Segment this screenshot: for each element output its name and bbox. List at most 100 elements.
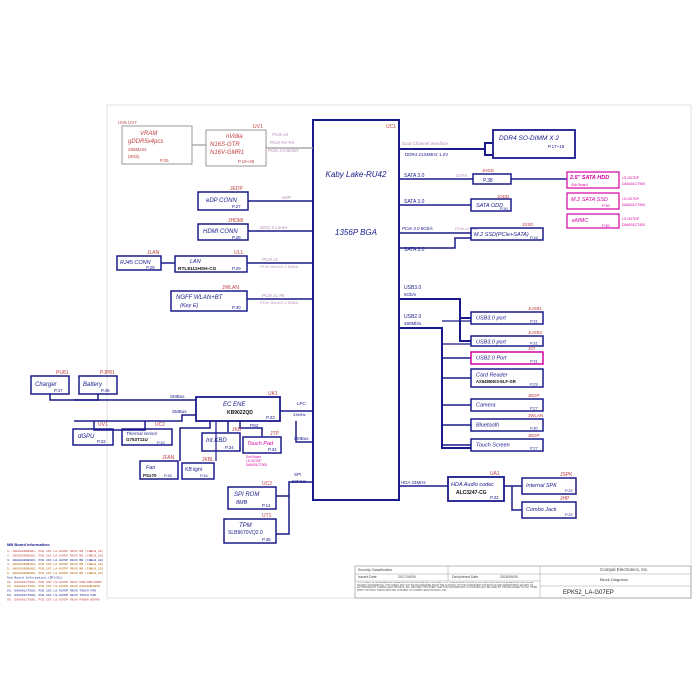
tpm-line2: SLB9670VQ2.0 [228, 530, 263, 536]
gpu-bus-line2: PCIe #1~#4 [270, 140, 294, 145]
cpu-package: 1356P BGA [335, 228, 377, 237]
mb-info-line: 6. DAG0G0R1B6W6, PCB 29C LA-G07EP REV0 M… [7, 571, 104, 575]
vram-line3: 256Mx32 [128, 147, 147, 152]
hdmi-block: JHDMI HDMI CONN P.28 [197, 218, 249, 241]
right-item-label: Camera [476, 403, 496, 409]
m2-box [470, 227, 544, 241]
tp-note1: Sub Board [246, 455, 261, 459]
edp-page: P.27 [232, 204, 241, 209]
usb20-bus1: USB2.0 [404, 314, 421, 320]
mb-info-line: 01. DA6001CT900, PCB 29C LS-G07DP REV0 U… [7, 580, 102, 584]
wlan-block: JWLAN NGFF WLAN+BT (Key E) P.30 [170, 285, 248, 312]
usb30-trunk [399, 298, 471, 342]
tb-issued: Issued Date [358, 575, 377, 579]
lan-box [174, 255, 248, 273]
tpm-box [223, 518, 277, 544]
thermal-chip: G753T11U [126, 437, 148, 442]
hda-box [447, 476, 505, 502]
wlan-line1: NGFF WLAN+BT [176, 295, 224, 301]
spk-ref: JSPK [560, 472, 573, 478]
combo-label: Combo Jack [526, 507, 557, 513]
charger-label: Charger [35, 382, 58, 388]
mb-info-line: 2. DAG0G0R1B6W2, PCB 29C LA-G07EP REV0 M… [7, 553, 104, 557]
m2-sata-line [399, 237, 471, 249]
right-item-page: P.31 [530, 319, 538, 324]
usb30-bus2: 5Gb/s [404, 292, 417, 297]
ddr-page: P.17~18 [548, 144, 565, 149]
battery-label: Battery [83, 382, 103, 388]
m2-bus: PCIe 3.0 8Gb/s [402, 226, 434, 231]
gpu-line3: N16V-GMR1 [210, 150, 244, 156]
ssd-sub-code: DA6001CT900 [622, 203, 645, 207]
kbd-block: JKB Int.KBD P.34 [201, 427, 242, 452]
right-item-page: P.31 [530, 359, 538, 364]
right-item-label: USB3.0 port [476, 340, 506, 346]
kbd-box [201, 432, 241, 452]
hda-ref: UA1 [490, 471, 500, 477]
kbl-page: P.34 [200, 473, 208, 478]
tp-ref: JTP [270, 431, 280, 437]
m2-ref: JSSD [522, 222, 534, 227]
emmc-sub-page: P.30 [602, 223, 610, 228]
m2-bus2: PCIe x2 SSD [455, 226, 479, 231]
ssd-sub-line3: LS-G07DP [622, 197, 640, 201]
tb-legal: THIS SHEET OF ENGINEERING DRAWING IS THE… [357, 582, 538, 593]
tp-label: Touch Pad [247, 441, 274, 447]
m2-label: M.2 SSD(PCIe+SATA) [474, 232, 529, 238]
tp-page: P.34 [268, 447, 277, 452]
battery-block: PJP81 Battery P.46 [78, 370, 118, 395]
kbd-ref: JKB [232, 427, 242, 433]
right-item-page: P.29 [530, 382, 538, 387]
vram-line1: VRAM [140, 131, 157, 137]
mb-info-line: 4. DAG0G0R1B6W4, PCB 29C LA-G07EP REV0 M… [7, 562, 104, 566]
right-item-page: P.31 [530, 341, 538, 346]
right-item-ref: JEDP [528, 433, 540, 438]
sata-hdd-page: P.38 [483, 178, 493, 184]
gpu-bus-line3: PCIe 3.0 8Gb/s [268, 148, 300, 153]
mb-info: MB Board Information: 1. DAG0G0R1B6W1, P… [7, 542, 104, 601]
spk-label: Internal SPK [526, 483, 557, 489]
emmc-sub-code: DA6001CT900 [622, 223, 645, 227]
right-item-page: P.30 [530, 426, 538, 431]
vram-block: UV6 UV7 VRAM gDDR5x4pcs 256Mx32 (8Gb) P.… [118, 120, 193, 165]
spi-line2: 8MB [236, 500, 248, 506]
kbl-ref: JKBL [202, 457, 214, 463]
title-frame [354, 565, 692, 599]
ec-box [195, 396, 281, 422]
right-item-label: USB2.0 Port [476, 356, 507, 362]
edp-ref: JEDP [230, 186, 243, 192]
hdmi-page: P.28 [232, 235, 241, 240]
tb-security: Security Classification [358, 568, 392, 572]
edp-bus-label: eDP [282, 195, 291, 200]
ec-chip: KB9022QD [227, 410, 253, 416]
tb-company: Compal Electronics, Inc. [600, 567, 649, 572]
emmc-sub-board: eMMC P.30 LS-G07DP DA6001CT900 [566, 213, 645, 229]
vram-line2: gDDR5x4pcs [128, 139, 163, 145]
spi-bus2: 50MHz [292, 479, 307, 484]
thermal-box [121, 428, 173, 446]
right-item-box [470, 398, 544, 412]
rj45-label: RJ45 CONN [120, 260, 151, 266]
kbl-box [181, 462, 215, 480]
m2-page: P.16 [530, 235, 538, 240]
sata-hdd-bus-dec: SATA [456, 173, 467, 178]
tpm-page: P.35 [262, 537, 271, 542]
right-item-box [470, 418, 544, 432]
emmc-sub-line3: LS-G07DP [622, 217, 640, 221]
emmc-sub-box [566, 213, 620, 229]
ddr-bus: Dual Channel Interface [402, 141, 449, 146]
lan-label: LAN [190, 259, 201, 265]
kbl-label: KB light [185, 467, 203, 473]
spi-bus1: SPI [294, 472, 301, 477]
rj45-ref: JLAN [147, 250, 160, 256]
thermal-page: P.10 [157, 440, 165, 445]
spk-block: JSPK Internal SPK P.32 [521, 472, 577, 495]
charger-block: PU81 Charger P.47 [30, 370, 70, 395]
hdmi-bus-label: DDI1 4 Lanes [260, 225, 288, 230]
vram-ref: UV6 UV7 [118, 120, 137, 125]
hdd-sub-board: 2.5" SATA HDD Sub Board LS-G07DP DA6001C… [566, 171, 645, 189]
spi-line1: SPI ROM [234, 492, 259, 498]
gpu-line2: N16S-GTR [210, 142, 240, 148]
dgpu-label: dGPU [78, 434, 95, 440]
